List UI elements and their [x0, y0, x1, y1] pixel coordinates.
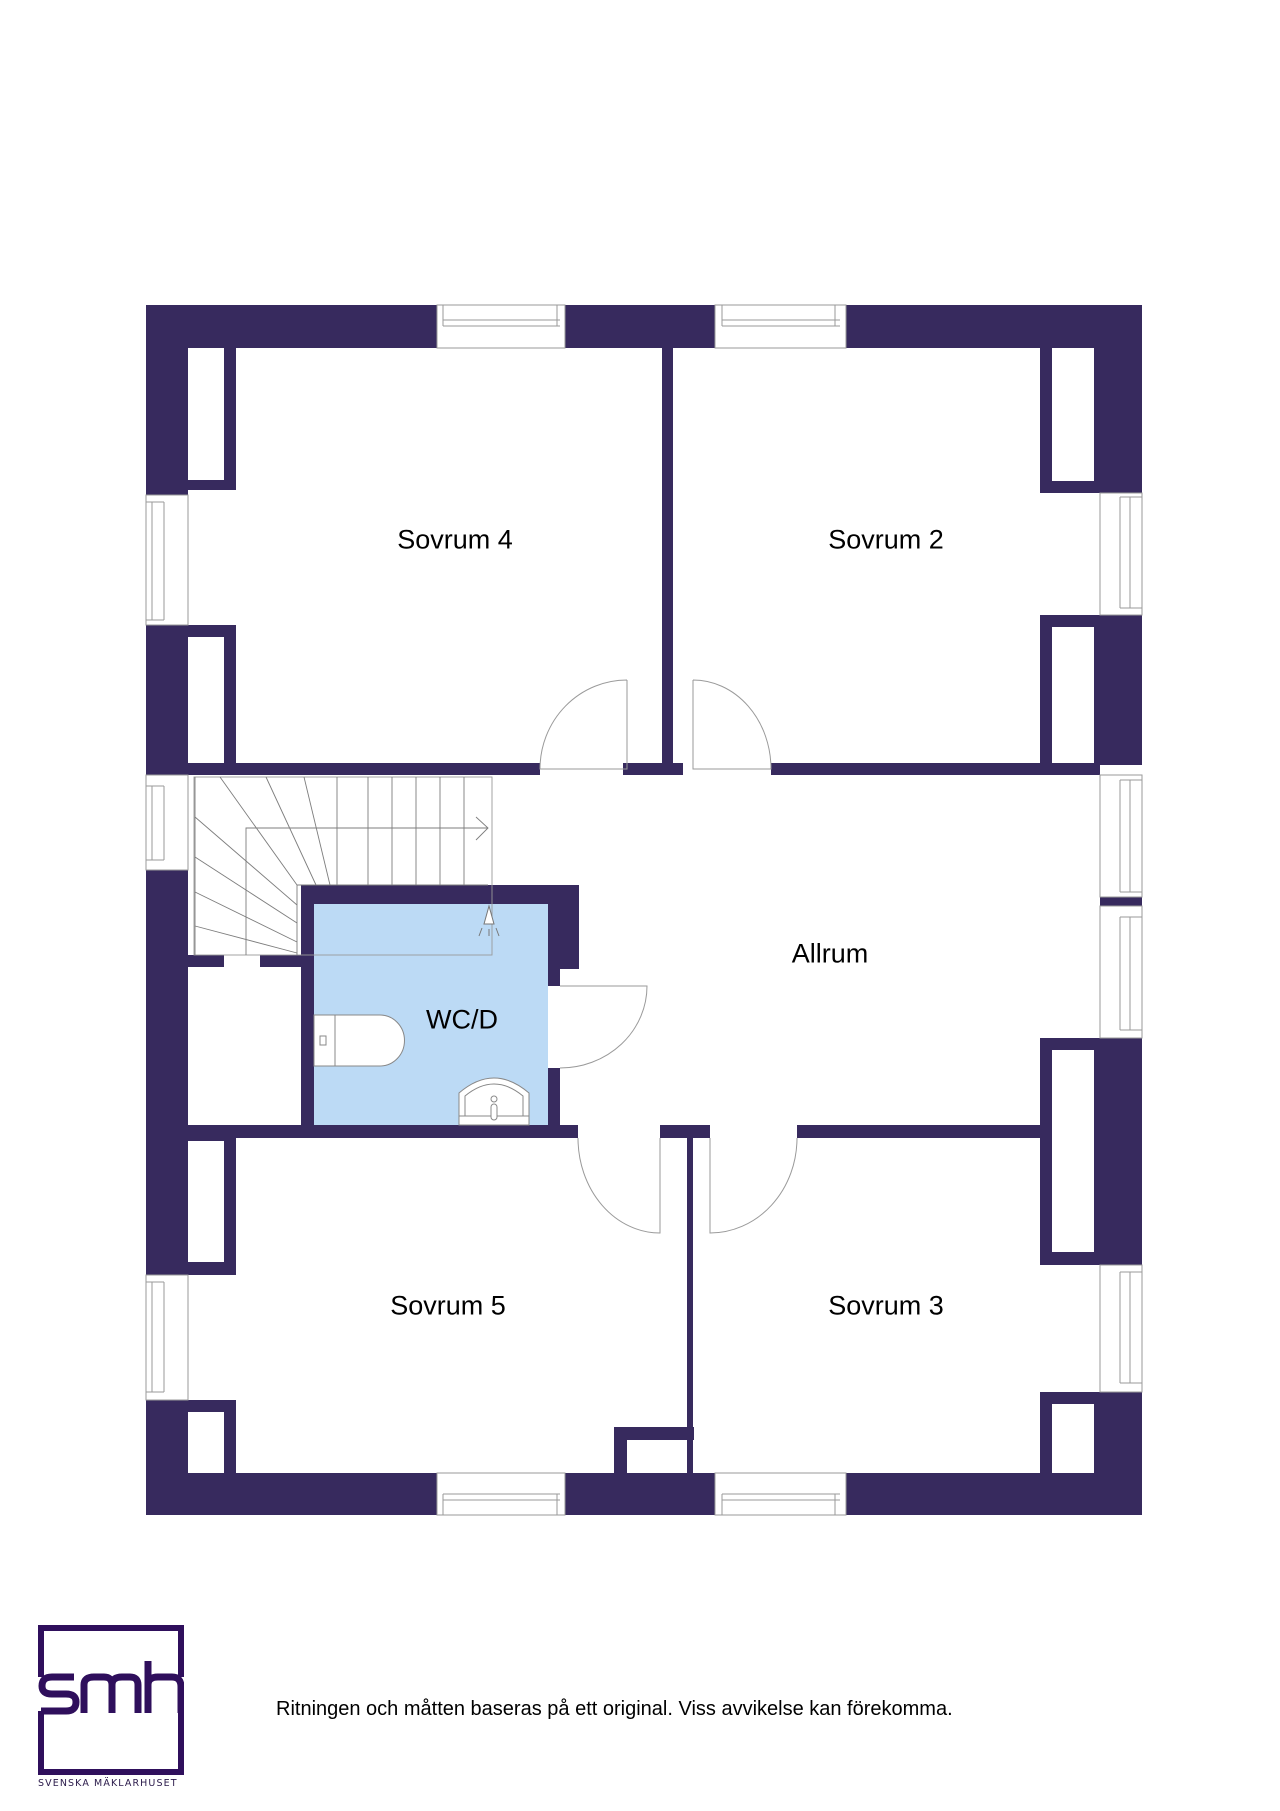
- doors: [539, 679, 798, 1234]
- smh-logo: [38, 1625, 184, 1775]
- toilet-icon[interactable]: [313, 1014, 405, 1067]
- windows: [145, 304, 1143, 1516]
- room-label-sovrum3: Sovrum 3: [828, 1290, 944, 1321]
- room-label-sovrum2: Sovrum 2: [828, 524, 944, 555]
- logo-subtitle: SVENSKA MÄKLARHUSET: [38, 1778, 178, 1789]
- disclaimer-text: Ritningen och måtten baseras på ett orig…: [276, 1698, 953, 1720]
- staircase[interactable]: [193, 776, 493, 956]
- shower-icon: [478, 904, 500, 937]
- room-label-sovrum4: Sovrum 4: [397, 524, 513, 555]
- room-label-allrum: Allrum: [791, 938, 869, 969]
- walls: [146, 305, 1142, 1515]
- sink-icon[interactable]: [458, 1077, 530, 1126]
- room-label-wcd: WC/D: [426, 1004, 498, 1035]
- room-label-sovrum5: Sovrum 5: [390, 1290, 506, 1321]
